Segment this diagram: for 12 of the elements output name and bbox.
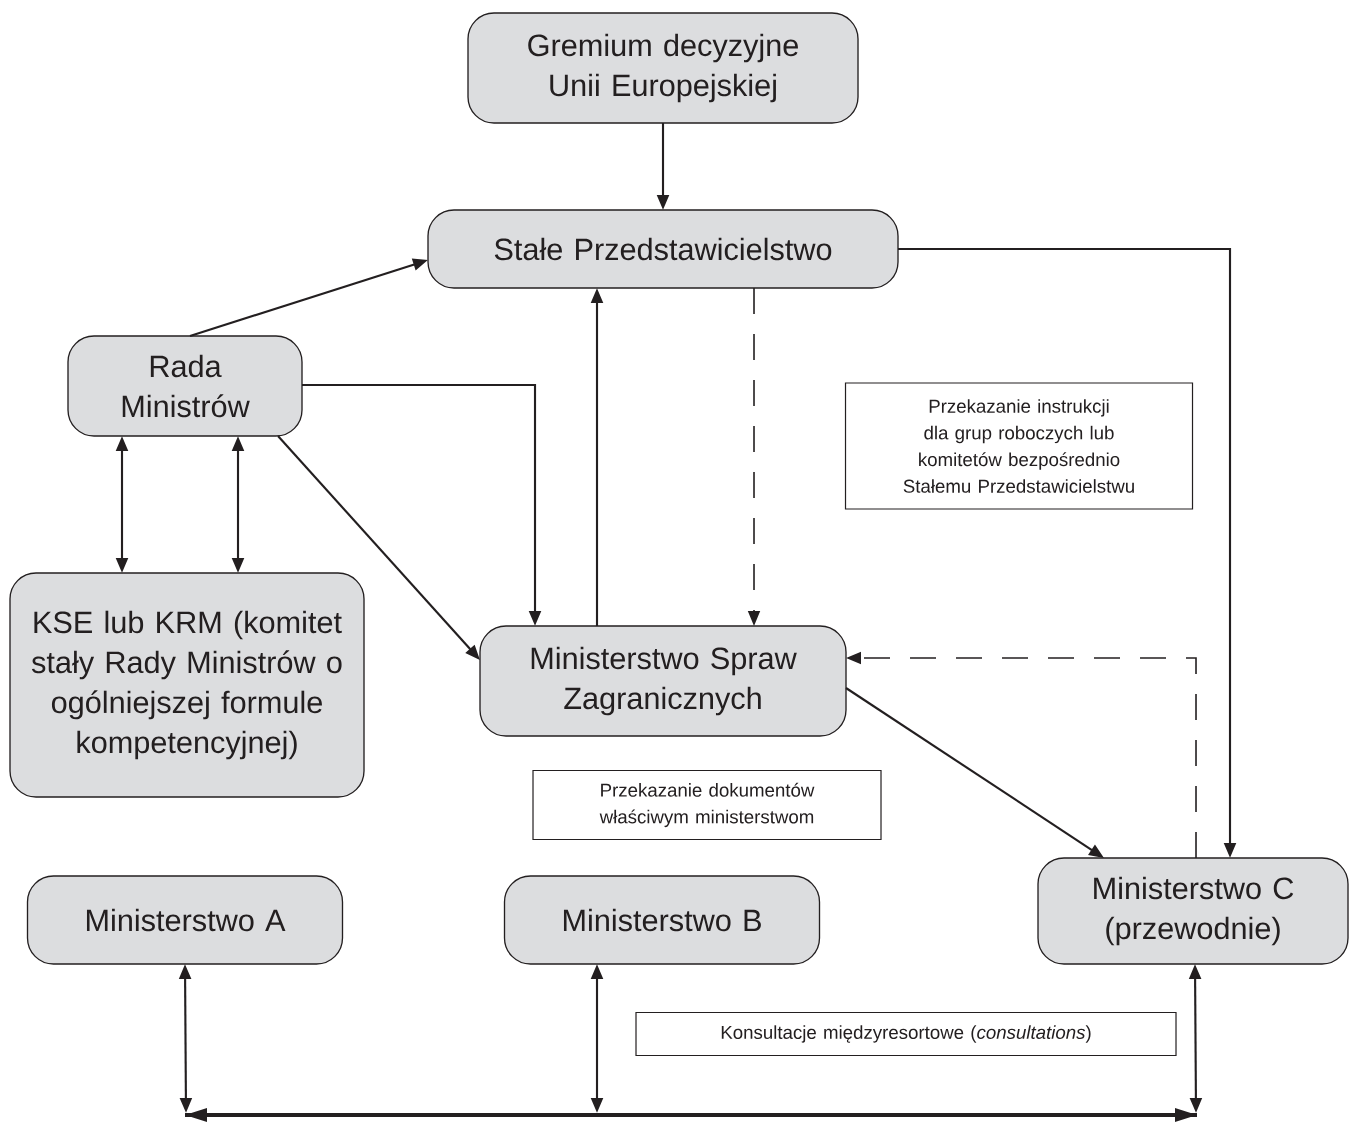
process-box: Ministerstwo Spraw Zagranicznych [479, 625, 847, 737]
process-box: Ministerstwo C (przewodnie) [1037, 857, 1349, 965]
process-box: Rada Ministrów [67, 335, 303, 437]
note-box: Przekazanie instrukcji dla grup roboczych lub komitetów bezpośrednio Stałemu Przedstawicielstwu [844, 382, 1194, 510]
note-box: Konsultacje międzyresortowe (consultations) [635, 1011, 1177, 1057]
process-box: Gremium decyzyjne Unii Europejskiej [467, 12, 859, 124]
process-box: Ministerstwo B [503, 875, 821, 965]
process-box: Stałe Przedstawicielstwo [427, 209, 899, 289]
process-box: KSE lub KRM (komitet stały Rady Ministrów o ogólniejszej formule kompetencyjnej) [9, 572, 365, 798]
note-box: Przekazanie dokumentów właściwym ministerstwom [532, 769, 882, 841]
process-box: Ministerstwo A [26, 875, 344, 965]
double-arrow-line [185, 1108, 1197, 1122]
